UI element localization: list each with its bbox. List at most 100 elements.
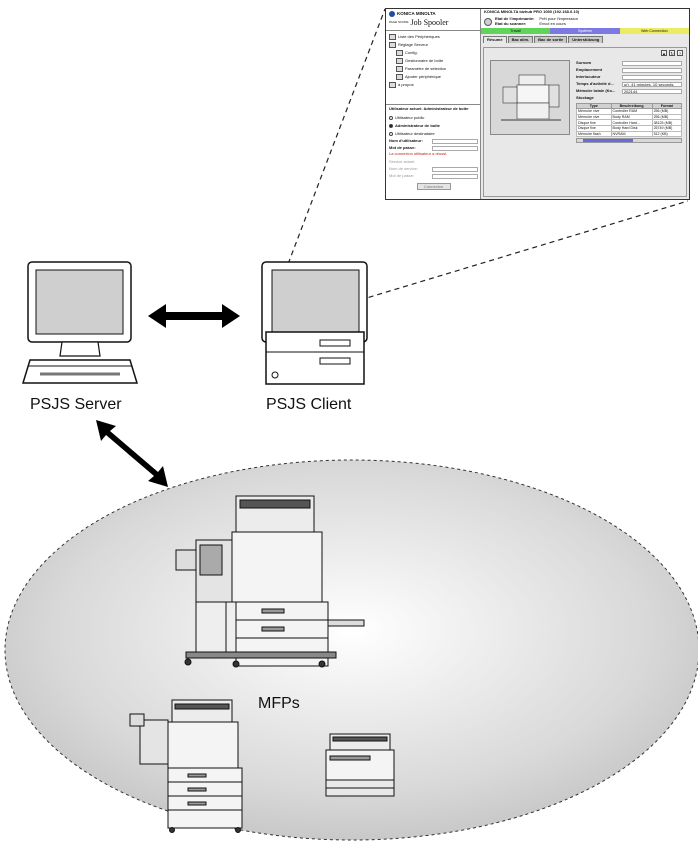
storage-cell: 38125 (MB) — [651, 119, 683, 126]
password-input[interactable] — [432, 146, 478, 151]
tab-summary[interactable]: Résumé — [483, 36, 507, 43]
storage-cell: NVRAM — [610, 130, 653, 138]
mfp-small — [325, 733, 395, 797]
device-image — [490, 60, 570, 135]
nav-item[interactable]: Paramètre de sélection — [389, 65, 477, 73]
storage-cell: Mémoire flash — [576, 130, 612, 138]
tab-support[interactable]: Unterstützung — [568, 36, 604, 43]
nav-item[interactable]: à propos — [389, 81, 477, 89]
nav-item-label: à propos — [398, 81, 414, 87]
server-computer — [21, 261, 139, 384]
user-panel: Utilisateur actuel: Administrateur de bo… — [386, 104, 481, 192]
nav-item-label: Config. — [405, 49, 418, 55]
tab-tray[interactable]: Bac alim. — [507, 36, 534, 43]
status-bar-job[interactable]: Travail — [481, 28, 551, 34]
help-icon[interactable]: ? — [677, 50, 683, 56]
nav-item[interactable]: Ajouter périphérique — [389, 73, 477, 81]
password-field-row: Mot de passe: — [389, 145, 478, 152]
nav-page-icon — [389, 82, 396, 88]
nav-page-icon — [396, 50, 403, 56]
user-type-option[interactable]: Administrateur de boîte — [389, 122, 478, 130]
info-row: Temps d'activité d... ur), 41 minutes, 10… — [576, 81, 682, 88]
brand-name: KONICA MINOLTA — [397, 11, 436, 17]
radio-icon[interactable] — [389, 132, 393, 136]
info-row: Emplacement — [576, 67, 682, 74]
info-value — [622, 61, 682, 66]
server-client-arrow — [148, 304, 240, 328]
zoom-lines — [284, 8, 689, 301]
service-password-input[interactable] — [432, 174, 478, 179]
user-type-option[interactable]: Utilisateur public — [389, 114, 478, 122]
login-message: La connexion utilisateur a réussi. — [389, 151, 448, 156]
nav-item[interactable]: Réglage Serveur — [389, 41, 477, 49]
storage-cell: 256 (MB) — [651, 113, 683, 121]
storage-cell: 256 (MB) — [651, 108, 683, 115]
printer-status-icon — [484, 18, 492, 26]
tab-output-tray[interactable]: Bac de sortie — [534, 36, 568, 43]
radio-icon[interactable] — [389, 124, 393, 128]
nav-item-label: Ajouter périphérique — [405, 73, 442, 79]
service-password-row: Mot de passe: — [389, 173, 478, 180]
right-panel: KONICA MINOLTA bizhub PRO 1050 (192.168.… — [481, 9, 689, 199]
info-row: Interlocuteur — [576, 74, 682, 81]
nav-item[interactable]: Config. — [389, 49, 477, 57]
nav-item-label: Réglage Serveur — [398, 41, 429, 47]
user-type-label: Administrateur de boîte — [395, 122, 440, 128]
nav-page-icon — [396, 66, 403, 72]
nav-item[interactable]: Gestionnaire de boîte — [389, 57, 477, 65]
storage-cell: 512 (KB) — [651, 130, 683, 138]
info-value: ur), 41 minutes, 10 seconds. — [622, 82, 682, 87]
brand-small: PAGE SCOPE — [389, 20, 409, 25]
user-type-label: Utilisateur destinataire — [395, 130, 435, 136]
refresh-icon[interactable]: ↻ — [669, 50, 675, 56]
nav-item-label: Paramètre de sélection — [405, 65, 447, 71]
toolbar: ▲ ↻ ? — [661, 50, 683, 56]
radio-icon[interactable] — [389, 116, 393, 120]
nav-item[interactable]: Liste des Périphériques — [389, 33, 477, 41]
user-type-label: Utilisateur public — [395, 114, 425, 120]
info-key: Surnom — [576, 61, 592, 66]
user-type-option[interactable]: Utilisateur destinataire — [389, 130, 478, 138]
storage-column-header[interactable]: Format — [651, 102, 683, 110]
info-row: Surnom — [576, 60, 682, 67]
info-key: Emplacement — [576, 68, 603, 73]
user-heading: Utilisateur actuel: Administrateur de bo… — [389, 106, 469, 111]
tab-bar: Résumé Bac alim. Bac de sortie Unterstüt… — [481, 36, 689, 43]
status-bar-web[interactable]: Web Connection — [619, 28, 689, 34]
info-key: Interlocuteur — [576, 75, 601, 80]
status-bars: Travail Système Web Connection — [481, 28, 689, 34]
horizontal-scrollbar[interactable] — [576, 138, 682, 144]
nav-page-icon — [396, 74, 403, 80]
info-key: Mémoire totale (Ko... — [576, 89, 616, 94]
device-title: KONICA MINOLTA bizhub PRO 1050 (192.168.… — [481, 9, 689, 16]
mfps-label: MFPs — [258, 695, 300, 712]
info-key: Temps d'activité d... — [576, 82, 614, 87]
up-icon[interactable]: ▲ — [661, 50, 667, 56]
product-name: Job Spooler — [410, 18, 449, 27]
connect-button[interactable]: Connexion — [416, 183, 451, 190]
konica-logo-icon — [389, 11, 395, 17]
status-bar-system[interactable]: Système — [550, 28, 620, 34]
nav-page-icon — [396, 58, 403, 64]
server-mfp-arrow — [96, 420, 168, 487]
info-value — [622, 68, 682, 73]
info-value — [622, 75, 682, 80]
username-input[interactable] — [432, 139, 478, 144]
service-input[interactable] — [432, 167, 478, 172]
device-status: Etat de l'imprimante:Prêt pour l'impress… — [481, 16, 689, 28]
service-label: Service actuel: — [389, 159, 416, 165]
mfp-large — [175, 495, 365, 668]
nav-page-icon — [389, 34, 396, 40]
